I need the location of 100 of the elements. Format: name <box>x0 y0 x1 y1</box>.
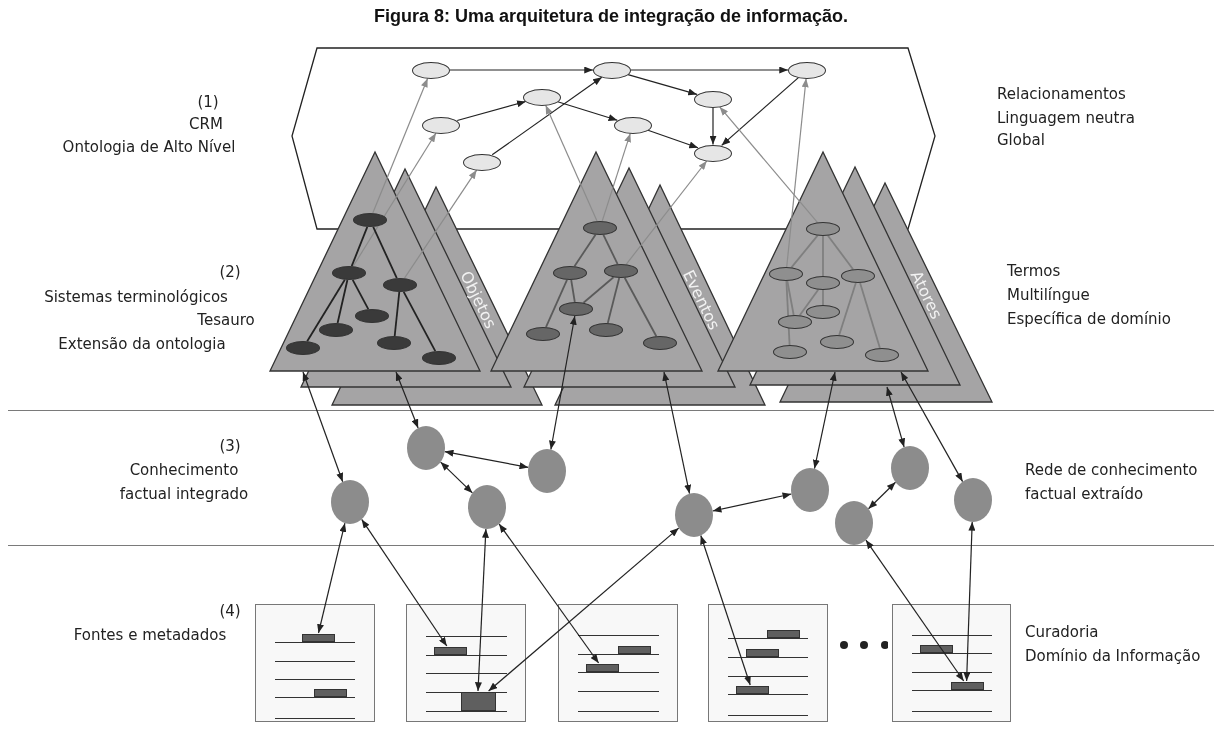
highlight-bar <box>920 645 953 653</box>
connector-line <box>838 282 857 336</box>
circle-node <box>675 493 713 537</box>
circle-node <box>331 480 369 524</box>
layer-label: Curadoria <box>1025 623 1099 641</box>
arrow <box>867 481 897 510</box>
arrow <box>403 169 478 279</box>
connector-line <box>827 234 854 271</box>
arrow <box>662 371 692 495</box>
connector-line <box>822 289 824 306</box>
connector-line <box>623 276 658 338</box>
arrow <box>557 101 618 121</box>
arrow <box>700 534 751 686</box>
arrow <box>549 315 577 451</box>
arrow <box>627 74 698 96</box>
figure-title: Figura 8: Uma arquitetura de integração de informação. <box>372 6 850 27</box>
ellipse-node <box>412 61 450 79</box>
arrow <box>474 528 489 692</box>
arrow <box>647 129 699 149</box>
arrow <box>712 492 792 513</box>
arrow <box>317 522 347 634</box>
highlight-bar <box>302 634 335 642</box>
arrow <box>444 449 529 470</box>
arrow <box>545 104 598 222</box>
connector-line <box>798 288 820 317</box>
layer-label: Linguagem neutra <box>997 109 1135 127</box>
circle-node <box>835 501 873 545</box>
connector-line <box>606 277 621 324</box>
layer-label: Tesauro <box>197 311 255 329</box>
connector-line <box>402 290 437 353</box>
connector-line <box>822 235 824 277</box>
layer-label: Domínio da Informação <box>1025 647 1201 665</box>
highlight-bar <box>434 647 467 655</box>
ellipse-node <box>523 88 561 106</box>
layer-label: Multilíngue <box>1007 286 1090 304</box>
layer-label: Conhecimento factual integrado <box>118 460 250 505</box>
layer-label: CRM <box>189 115 223 133</box>
circle-node <box>891 446 929 490</box>
arrow <box>630 66 789 74</box>
arrow <box>498 523 600 664</box>
ellipse-node <box>694 90 732 108</box>
circle-node <box>528 449 566 493</box>
highlight-bar <box>586 664 619 672</box>
highlight-bar <box>736 686 769 694</box>
arrow <box>302 371 344 483</box>
highlight-bar <box>314 689 347 697</box>
ellipse-node <box>694 144 732 162</box>
arrow <box>456 100 527 122</box>
connector-line <box>545 279 568 328</box>
connector-line <box>790 234 819 269</box>
arrow <box>786 77 809 268</box>
arrow <box>601 132 631 222</box>
arrow <box>812 371 837 470</box>
document-page <box>406 604 526 722</box>
circle-node <box>468 485 506 529</box>
highlight-bar <box>746 649 779 657</box>
connector-line <box>573 233 597 268</box>
arrow <box>449 66 594 74</box>
connector-line <box>351 278 370 311</box>
arrow <box>865 539 965 682</box>
arrow <box>900 371 964 483</box>
arrow <box>395 371 419 429</box>
layer-label: Fontes e metadados <box>73 626 227 644</box>
arrow <box>488 527 680 692</box>
ellipse-node <box>463 153 501 171</box>
document-page <box>558 604 678 722</box>
connector-line <box>786 280 795 316</box>
connector-line <box>336 279 349 324</box>
layer-label: Ontologia de Alto Nível <box>62 138 236 156</box>
connector-line <box>393 291 401 337</box>
layer-label: Extensão da ontologia <box>58 335 226 353</box>
highlight-bar <box>618 646 651 654</box>
ellipse-node <box>422 116 460 134</box>
highlight-bar <box>767 630 800 638</box>
arrow <box>361 518 448 647</box>
connector-line <box>570 279 576 303</box>
arrow <box>491 76 603 156</box>
highlight-bar <box>461 692 496 711</box>
connector-line <box>582 276 615 304</box>
arrow <box>886 386 906 448</box>
connector-line <box>350 226 369 267</box>
layer-label: (4) <box>219 602 241 620</box>
ellipse-node <box>614 116 652 134</box>
arrow <box>440 461 473 494</box>
arrow <box>372 77 429 214</box>
connector-line <box>602 234 619 265</box>
layer-label: (2) <box>219 263 241 281</box>
layer-label: Sistemas terminológicos <box>44 288 228 306</box>
arrow <box>721 77 799 146</box>
circle-node <box>791 468 829 512</box>
circle-node <box>954 478 992 522</box>
layer-label: Rede de conhecimento factual extraído <box>1025 460 1199 505</box>
ellipse-node <box>788 61 826 79</box>
layer-label: (3) <box>219 437 241 455</box>
connector-line <box>372 226 398 279</box>
highlight-bar <box>951 682 984 690</box>
layer-label: Específica de domínio <box>1007 310 1171 328</box>
document-page <box>255 604 375 722</box>
document-page <box>708 604 828 722</box>
layer-label: (1) <box>197 93 219 111</box>
